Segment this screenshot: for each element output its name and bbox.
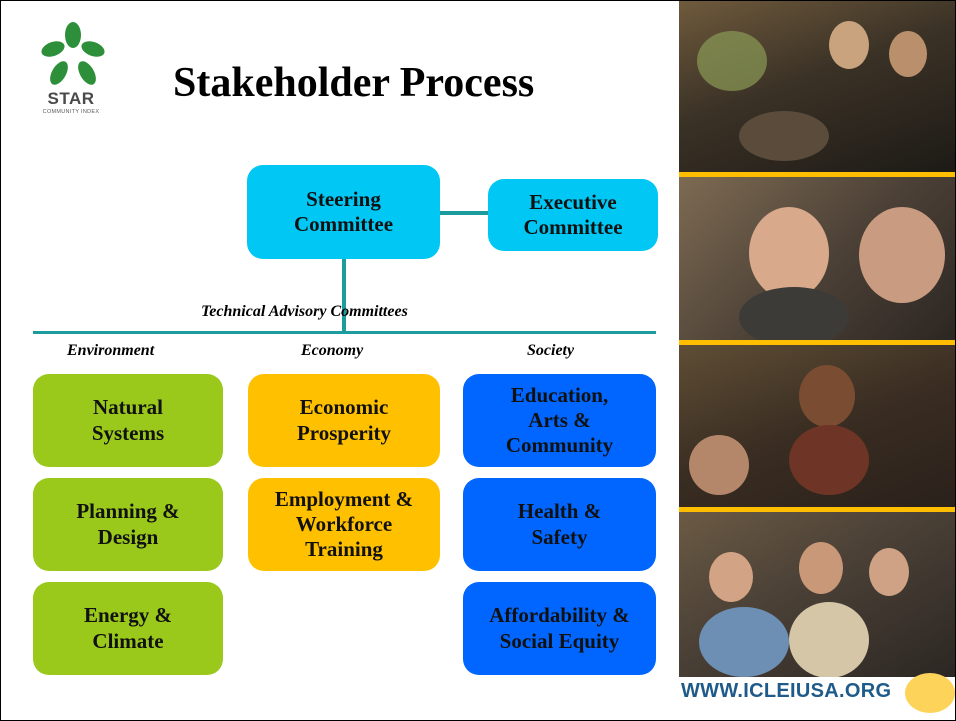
seated-audience-photo bbox=[679, 512, 955, 677]
woman-speaking-microphone-photo bbox=[679, 345, 955, 507]
steering-executive-connector bbox=[438, 211, 490, 215]
two-men-discussion-photo bbox=[679, 177, 955, 340]
slide-title: Stakeholder Process bbox=[173, 60, 535, 106]
employment-workforce-training-box: Employment & Workforce Training bbox=[248, 478, 440, 571]
steering-committee-box: Steering Committee bbox=[247, 165, 440, 259]
star-leaves-icon bbox=[41, 22, 105, 85]
photo-strip bbox=[679, 1, 955, 677]
logo-subtitle: COMMUNITY INDEX bbox=[42, 109, 100, 115]
economic-prosperity-box: Economic Prosperity bbox=[248, 374, 440, 467]
conference-audience-photo bbox=[679, 1, 955, 172]
footer-url: WWW.ICLEIUSA.ORG bbox=[681, 680, 892, 702]
society-header: Society bbox=[527, 342, 575, 359]
star-community-index-logo: STAR COMMUNITY INDEX bbox=[23, 21, 143, 136]
sun-decoration bbox=[905, 673, 955, 713]
education-arts-community-box: Education, Arts & Community bbox=[463, 374, 656, 467]
planning-design-box: Planning & Design bbox=[33, 478, 223, 571]
steering-down-connector bbox=[342, 259, 346, 331]
executive-committee-box: Executive Committee bbox=[488, 179, 658, 251]
technical-advisory-label: Technical Advisory Committees bbox=[201, 303, 408, 320]
economy-header: Economy bbox=[301, 342, 364, 359]
logo-wordmark: STAR bbox=[47, 89, 95, 108]
natural-systems-box: Natural Systems bbox=[33, 374, 223, 467]
health-safety-box: Health & Safety bbox=[463, 478, 656, 571]
affordability-social-equity-box: Affordability & Social Equity bbox=[463, 582, 656, 675]
environment-header: Environment bbox=[67, 342, 155, 359]
energy-climate-box: Energy & Climate bbox=[33, 582, 223, 675]
technical-advisory-divider bbox=[33, 331, 656, 334]
